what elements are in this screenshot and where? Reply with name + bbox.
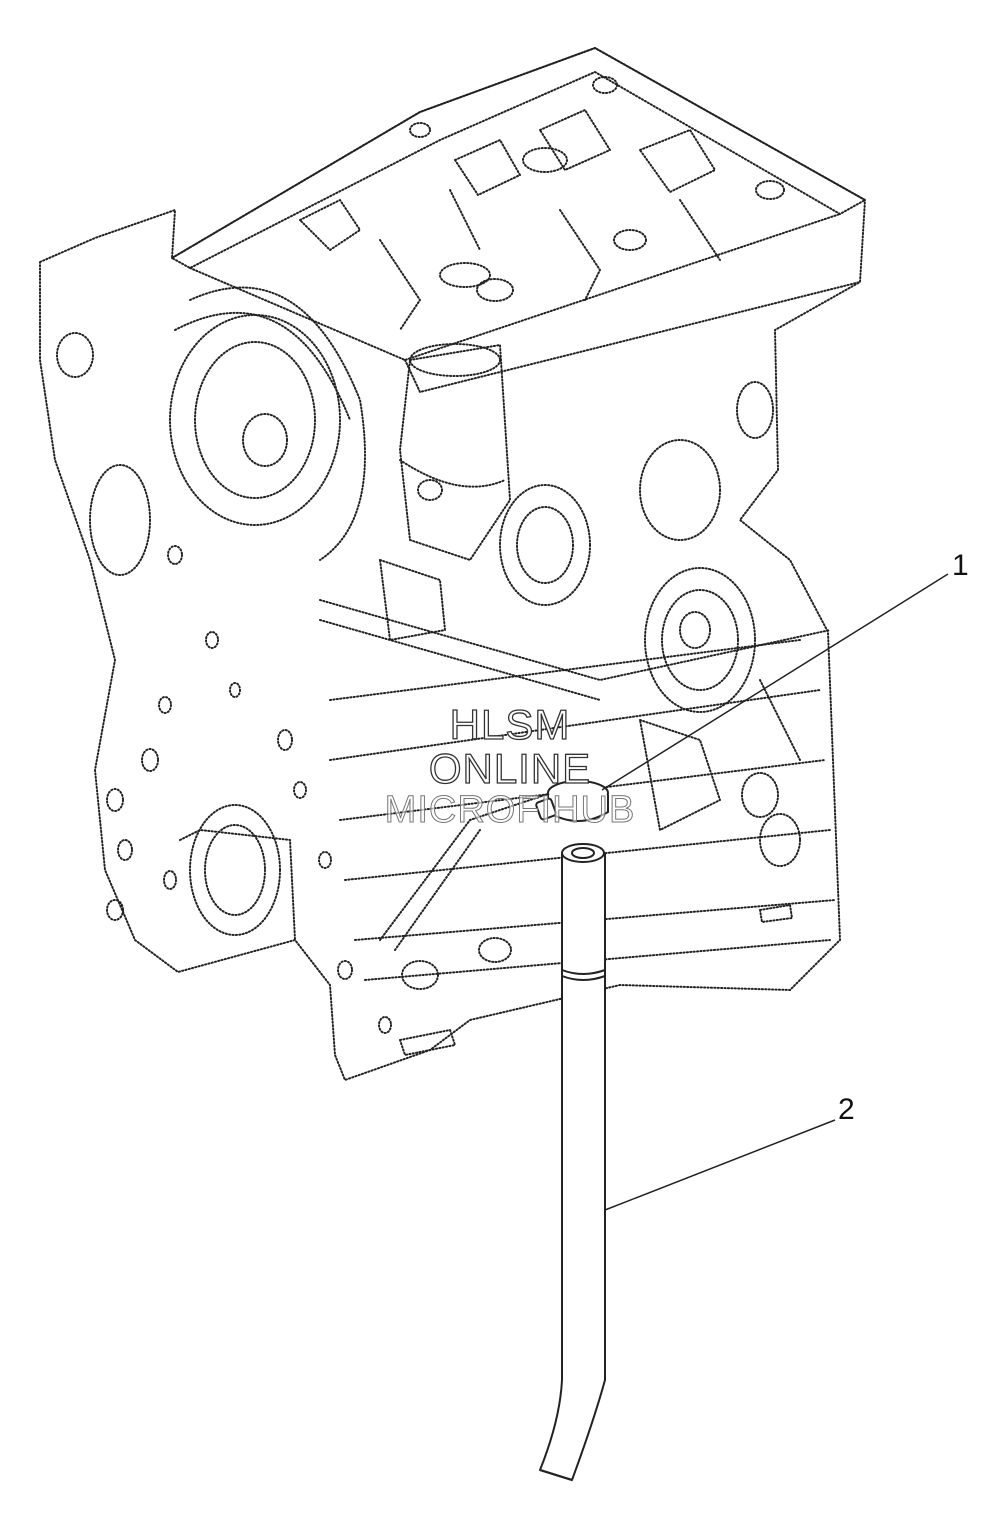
callout-label-1: 1 <box>952 549 969 582</box>
callout-leaders <box>601 573 949 1211</box>
callout-label-2: 2 <box>838 1093 855 1126</box>
clamp <box>535 780 609 822</box>
leader-line-2 <box>604 1119 836 1211</box>
dipstick-tube <box>539 843 606 1481</box>
leader-line-1 <box>601 573 949 791</box>
engine-block-outline <box>39 47 866 1081</box>
